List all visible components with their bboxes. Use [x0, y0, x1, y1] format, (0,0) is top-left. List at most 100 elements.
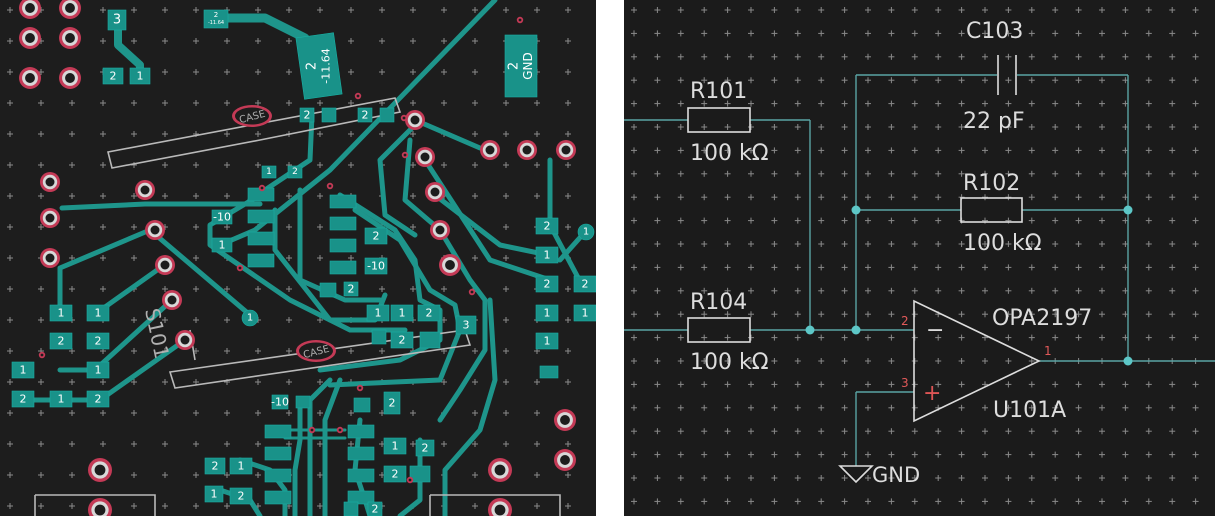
pcb-pad[interactable]: 2: [49, 332, 73, 350]
through-hole-pad[interactable]: [88, 498, 112, 516]
pcb-pad[interactable]: 2: [11, 390, 35, 408]
through-hole-pad[interactable]: [488, 458, 512, 482]
through-hole-pad[interactable]: [19, 27, 41, 49]
pcb-pad[interactable]: 1: [49, 390, 73, 408]
connector-pad[interactable]: 3: [455, 315, 477, 335]
through-hole-pad[interactable]: [556, 140, 576, 160]
pcb-pad[interactable]: 2: [287, 165, 303, 179]
pcb-pad[interactable]: 1: [261, 165, 277, 179]
ground-symbol[interactable]: GND: [838, 463, 920, 487]
small-top-pad[interactable]: 2 -11.64: [203, 9, 229, 29]
pcb-pad[interactable]: [264, 490, 292, 505]
resistor-r102[interactable]: R102 100 kΩ: [960, 171, 1042, 256]
through-hole-pad[interactable]: [554, 409, 576, 431]
resistor-r101[interactable]: R101 100 kΩ: [687, 79, 769, 166]
pcb-layout-view[interactable]: S101 CASE CASE 2 -11.64 2 GND 2 -11.64 3…: [0, 0, 596, 516]
pcb-pad[interactable]: 2: [357, 107, 373, 123]
through-hole-pad[interactable]: [135, 180, 155, 200]
through-hole-pad[interactable]: [425, 182, 445, 202]
pcb-pad[interactable]: 2: [364, 227, 388, 245]
pcb-pad[interactable]: 2: [343, 281, 359, 297]
pcb-pad[interactable]: 1: [129, 67, 151, 85]
pcb-pad[interactable]: [247, 253, 275, 268]
pcb-pad[interactable]: [329, 216, 357, 231]
pcb-pad[interactable]: 1: [49, 304, 73, 322]
pcb-pad[interactable]: -10: [271, 394, 289, 410]
pcb-pad[interactable]: [409, 465, 431, 483]
pcb-pad[interactable]: 2: [86, 390, 110, 408]
pcb-pad[interactable]: [329, 194, 357, 209]
pcb-pad[interactable]: 2: [102, 67, 124, 85]
pcb-pad[interactable]: [319, 282, 337, 298]
pcb-pad[interactable]: -10: [211, 209, 233, 225]
case-pad-top[interactable]: CASE: [232, 105, 272, 127]
pcb-pad[interactable]: -10: [364, 257, 388, 275]
pcb-pad[interactable]: [247, 209, 275, 224]
pcb-pad[interactable]: 1: [535, 332, 559, 350]
pcb-pad[interactable]: 2: [367, 501, 383, 516]
pcb-pad[interactable]: 1: [535, 304, 559, 322]
pcb-pad[interactable]: 2: [229, 487, 253, 505]
test-point[interactable]: 1: [577, 223, 595, 241]
pcb-pad[interactable]: 1: [366, 304, 390, 322]
through-hole-pad[interactable]: [40, 172, 60, 192]
pcb-pad[interactable]: [329, 238, 357, 253]
case-pad-bottom[interactable]: CASE: [296, 340, 336, 362]
pcb-pad[interactable]: 1: [573, 304, 596, 322]
pcb-pad[interactable]: 1: [86, 304, 110, 322]
pcb-pad[interactable]: 2: [390, 331, 414, 349]
pcb-pad[interactable]: [247, 231, 275, 246]
pcb-pad[interactable]: [379, 107, 395, 123]
pcb-pad[interactable]: [347, 424, 375, 439]
pcb-pad[interactable]: [347, 490, 375, 505]
through-hole-pad[interactable]: [40, 208, 60, 228]
big-pad-negative-rail[interactable]: 2 -11.64: [295, 32, 343, 100]
pcb-pad[interactable]: [264, 424, 292, 439]
pcb-pad[interactable]: 1: [211, 237, 233, 253]
big-pad-ground[interactable]: 2 GND: [504, 34, 538, 98]
pad-top-left[interactable]: 3: [107, 9, 127, 31]
pcb-pad[interactable]: 1: [11, 361, 35, 379]
pcb-pad[interactable]: 1: [390, 304, 414, 322]
through-hole-pad[interactable]: [175, 330, 195, 350]
pcb-pad[interactable]: [347, 468, 375, 483]
pcb-pad[interactable]: [539, 365, 559, 379]
through-hole-pad[interactable]: [405, 110, 425, 130]
pcb-pad[interactable]: [329, 260, 357, 275]
pcb-pad[interactable]: [343, 501, 359, 516]
pcb-pad[interactable]: [353, 397, 371, 413]
through-hole-pad[interactable]: [162, 290, 182, 310]
capacitor-c103[interactable]: C103 22 pF: [963, 19, 1025, 134]
through-hole-pad[interactable]: [59, 67, 81, 89]
pcb-pad[interactable]: [321, 107, 337, 123]
pcb-pad[interactable]: 2: [299, 107, 315, 123]
pcb-pad[interactable]: 2: [535, 217, 559, 235]
pcb-pad[interactable]: [371, 329, 387, 345]
through-hole-pad[interactable]: [517, 140, 537, 160]
opamp-u101a[interactable]: − + 2 3 1 OPA2197 U101A: [901, 299, 1092, 423]
through-hole-pad[interactable]: [415, 147, 435, 167]
schematic-view[interactable]: C103 22 pF R101 100 kΩ R102 100 kΩ R104 …: [624, 0, 1215, 516]
through-hole-pad[interactable]: [88, 458, 112, 482]
through-hole-pad[interactable]: [59, 0, 81, 19]
pcb-pad[interactable]: 1: [383, 437, 407, 455]
pcb-pad[interactable]: [347, 446, 375, 461]
pcb-pad[interactable]: 1: [86, 361, 110, 379]
test-point[interactable]: 1: [241, 309, 259, 327]
pcb-pad[interactable]: 2: [86, 332, 110, 350]
resistor-r104[interactable]: R104 100 kΩ: [687, 290, 769, 375]
pcb-pad[interactable]: 2: [535, 275, 559, 293]
through-hole-pad[interactable]: [554, 449, 576, 471]
through-hole-pad[interactable]: [59, 27, 81, 49]
pcb-pad[interactable]: 2: [383, 391, 401, 415]
pcb-pad[interactable]: [295, 395, 311, 409]
pcb-pad[interactable]: 2: [417, 304, 441, 322]
through-hole-pad[interactable]: [40, 248, 60, 268]
through-hole-pad[interactable]: [155, 255, 175, 275]
pcb-pad[interactable]: 2: [415, 439, 435, 457]
pcb-pad[interactable]: [264, 468, 292, 483]
pcb-pad[interactable]: [264, 446, 292, 461]
through-hole-pad[interactable]: [488, 498, 512, 516]
through-hole-pad[interactable]: [430, 220, 450, 240]
through-hole-pad[interactable]: [480, 140, 500, 160]
